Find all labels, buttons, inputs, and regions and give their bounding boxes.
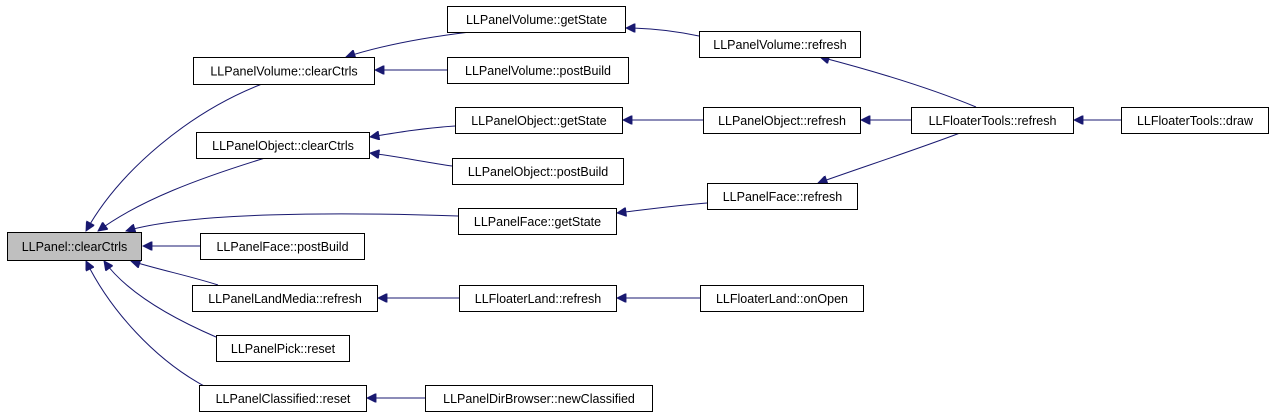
node-obj_refresh[interactable]: LLPanelObject::refresh (703, 107, 861, 134)
edge-tools_refresh-to-face_refresh (818, 132, 961, 183)
node-label: LLPanelLandMedia::refresh (208, 292, 362, 306)
edge-pick_reset-to-panel_clearctrls (104, 261, 217, 338)
node-vol_getstate[interactable]: LLPanelVolume::getState (447, 6, 626, 33)
node-face_refresh[interactable]: LLPanelFace::refresh (707, 183, 858, 210)
node-obj_clear[interactable]: LLPanelObject::clearCtrls (196, 132, 370, 159)
nodes-layer: LLPanel::clearCtrls LLPanelVolume::clearC… (7, 6, 1269, 412)
node-label: LLPanelObject::getState (471, 114, 607, 128)
node-label: LLPanelFace::getState (474, 215, 601, 229)
node-box (192, 285, 378, 312)
node-label: LLPanelFace::refresh (723, 190, 843, 204)
node-box (700, 285, 864, 312)
node-label: LLPanelObject::postBuild (468, 165, 608, 179)
edge-obj_clear-to-panel_clearctrls (98, 157, 266, 231)
edge-landmedia_refresh-to-panel_clearctrls (131, 261, 219, 286)
node-label: LLFloaterLand::refresh (475, 292, 602, 306)
node-box (455, 107, 623, 134)
node-label: LLPanelDirBrowser::newClassified (443, 392, 635, 406)
node-box (707, 183, 858, 210)
node-floaterland_refresh[interactable]: LLFloaterLand::refresh (459, 285, 617, 312)
node-label: LLPanelFace::postBuild (216, 240, 348, 254)
node-vol_refresh[interactable]: LLPanelVolume::refresh (699, 31, 861, 58)
node-label: LLPanelClassified::reset (216, 392, 351, 406)
edge-vol_getstate-to-vol_clear (346, 31, 471, 57)
node-floaterland_onopen[interactable]: LLFloaterLand::onOpen (700, 285, 864, 312)
node-tools_draw[interactable]: LLFloaterTools::draw (1121, 107, 1269, 134)
node-label: LLFloaterTools::draw (1137, 114, 1254, 128)
edge-obj_getstate-to-obj_clear (370, 125, 456, 137)
node-box (458, 208, 617, 235)
node-box (447, 57, 629, 84)
edge-face_getstate-to-panel_clearctrls (126, 213, 459, 231)
node-face_getstate[interactable]: LLPanelFace::getState (458, 208, 617, 235)
node-label: LLPanelVolume::clearCtrls (210, 65, 357, 79)
node-box (699, 31, 861, 58)
node-classified_reset[interactable]: LLPanelClassified::reset (199, 385, 367, 412)
node-obj_postbuild[interactable]: LLPanelObject::postBuild (452, 158, 624, 185)
node-label: LLPanelVolume::postBuild (465, 64, 611, 78)
node-label: LLFloaterLand::onOpen (716, 292, 848, 306)
edge-vol_clear-to-panel_clearctrls (86, 83, 263, 231)
node-panel_clearctrls[interactable]: LLPanel::clearCtrls (7, 232, 142, 261)
node-box (425, 385, 653, 412)
edge-tools_refresh-to-vol_refresh (820, 57, 977, 108)
node-box (199, 385, 367, 412)
node-vol_postbuild[interactable]: LLPanelVolume::postBuild (447, 57, 629, 84)
node-box (1121, 107, 1269, 134)
edge-obj_postbuild-to-obj_clear (370, 153, 453, 167)
node-box (196, 132, 370, 159)
node-label: LLPanelVolume::getState (466, 13, 607, 27)
node-obj_getstate[interactable]: LLPanelObject::getState (455, 107, 623, 134)
edges-layer (86, 28, 1121, 398)
node-label: LLPanel::clearCtrls (22, 240, 128, 254)
node-box (7, 232, 142, 261)
node-landmedia_refresh[interactable]: LLPanelLandMedia::refresh (192, 285, 378, 312)
node-tools_refresh[interactable]: LLFloaterTools::refresh (911, 107, 1074, 134)
edge-face_refresh-to-face_getstate (617, 202, 708, 213)
node-label: LLPanelPick::reset (231, 342, 336, 356)
node-vol_clear[interactable]: LLPanelVolume::clearCtrls (193, 57, 375, 85)
node-box (216, 335, 350, 362)
node-box (200, 233, 365, 260)
node-label: LLPanelObject::clearCtrls (212, 139, 354, 153)
node-box (447, 6, 626, 33)
node-label: LLFloaterTools::refresh (929, 114, 1057, 128)
edge-classified_reset-to-panel_clearctrls (86, 261, 207, 388)
node-label: LLPanelObject::refresh (718, 114, 846, 128)
node-dirbrowser_newclassified[interactable]: LLPanelDirBrowser::newClassified (425, 385, 653, 412)
node-label: LLPanelVolume::refresh (713, 38, 846, 52)
node-box (452, 158, 624, 185)
node-pick_reset[interactable]: LLPanelPick::reset (216, 335, 350, 362)
node-box (193, 57, 375, 85)
node-box (459, 285, 617, 312)
node-box (703, 107, 861, 134)
edge-vol_refresh-to-vol_getstate (626, 28, 700, 37)
node-box (911, 107, 1074, 134)
node-face_postbuild[interactable]: LLPanelFace::postBuild (200, 233, 365, 260)
